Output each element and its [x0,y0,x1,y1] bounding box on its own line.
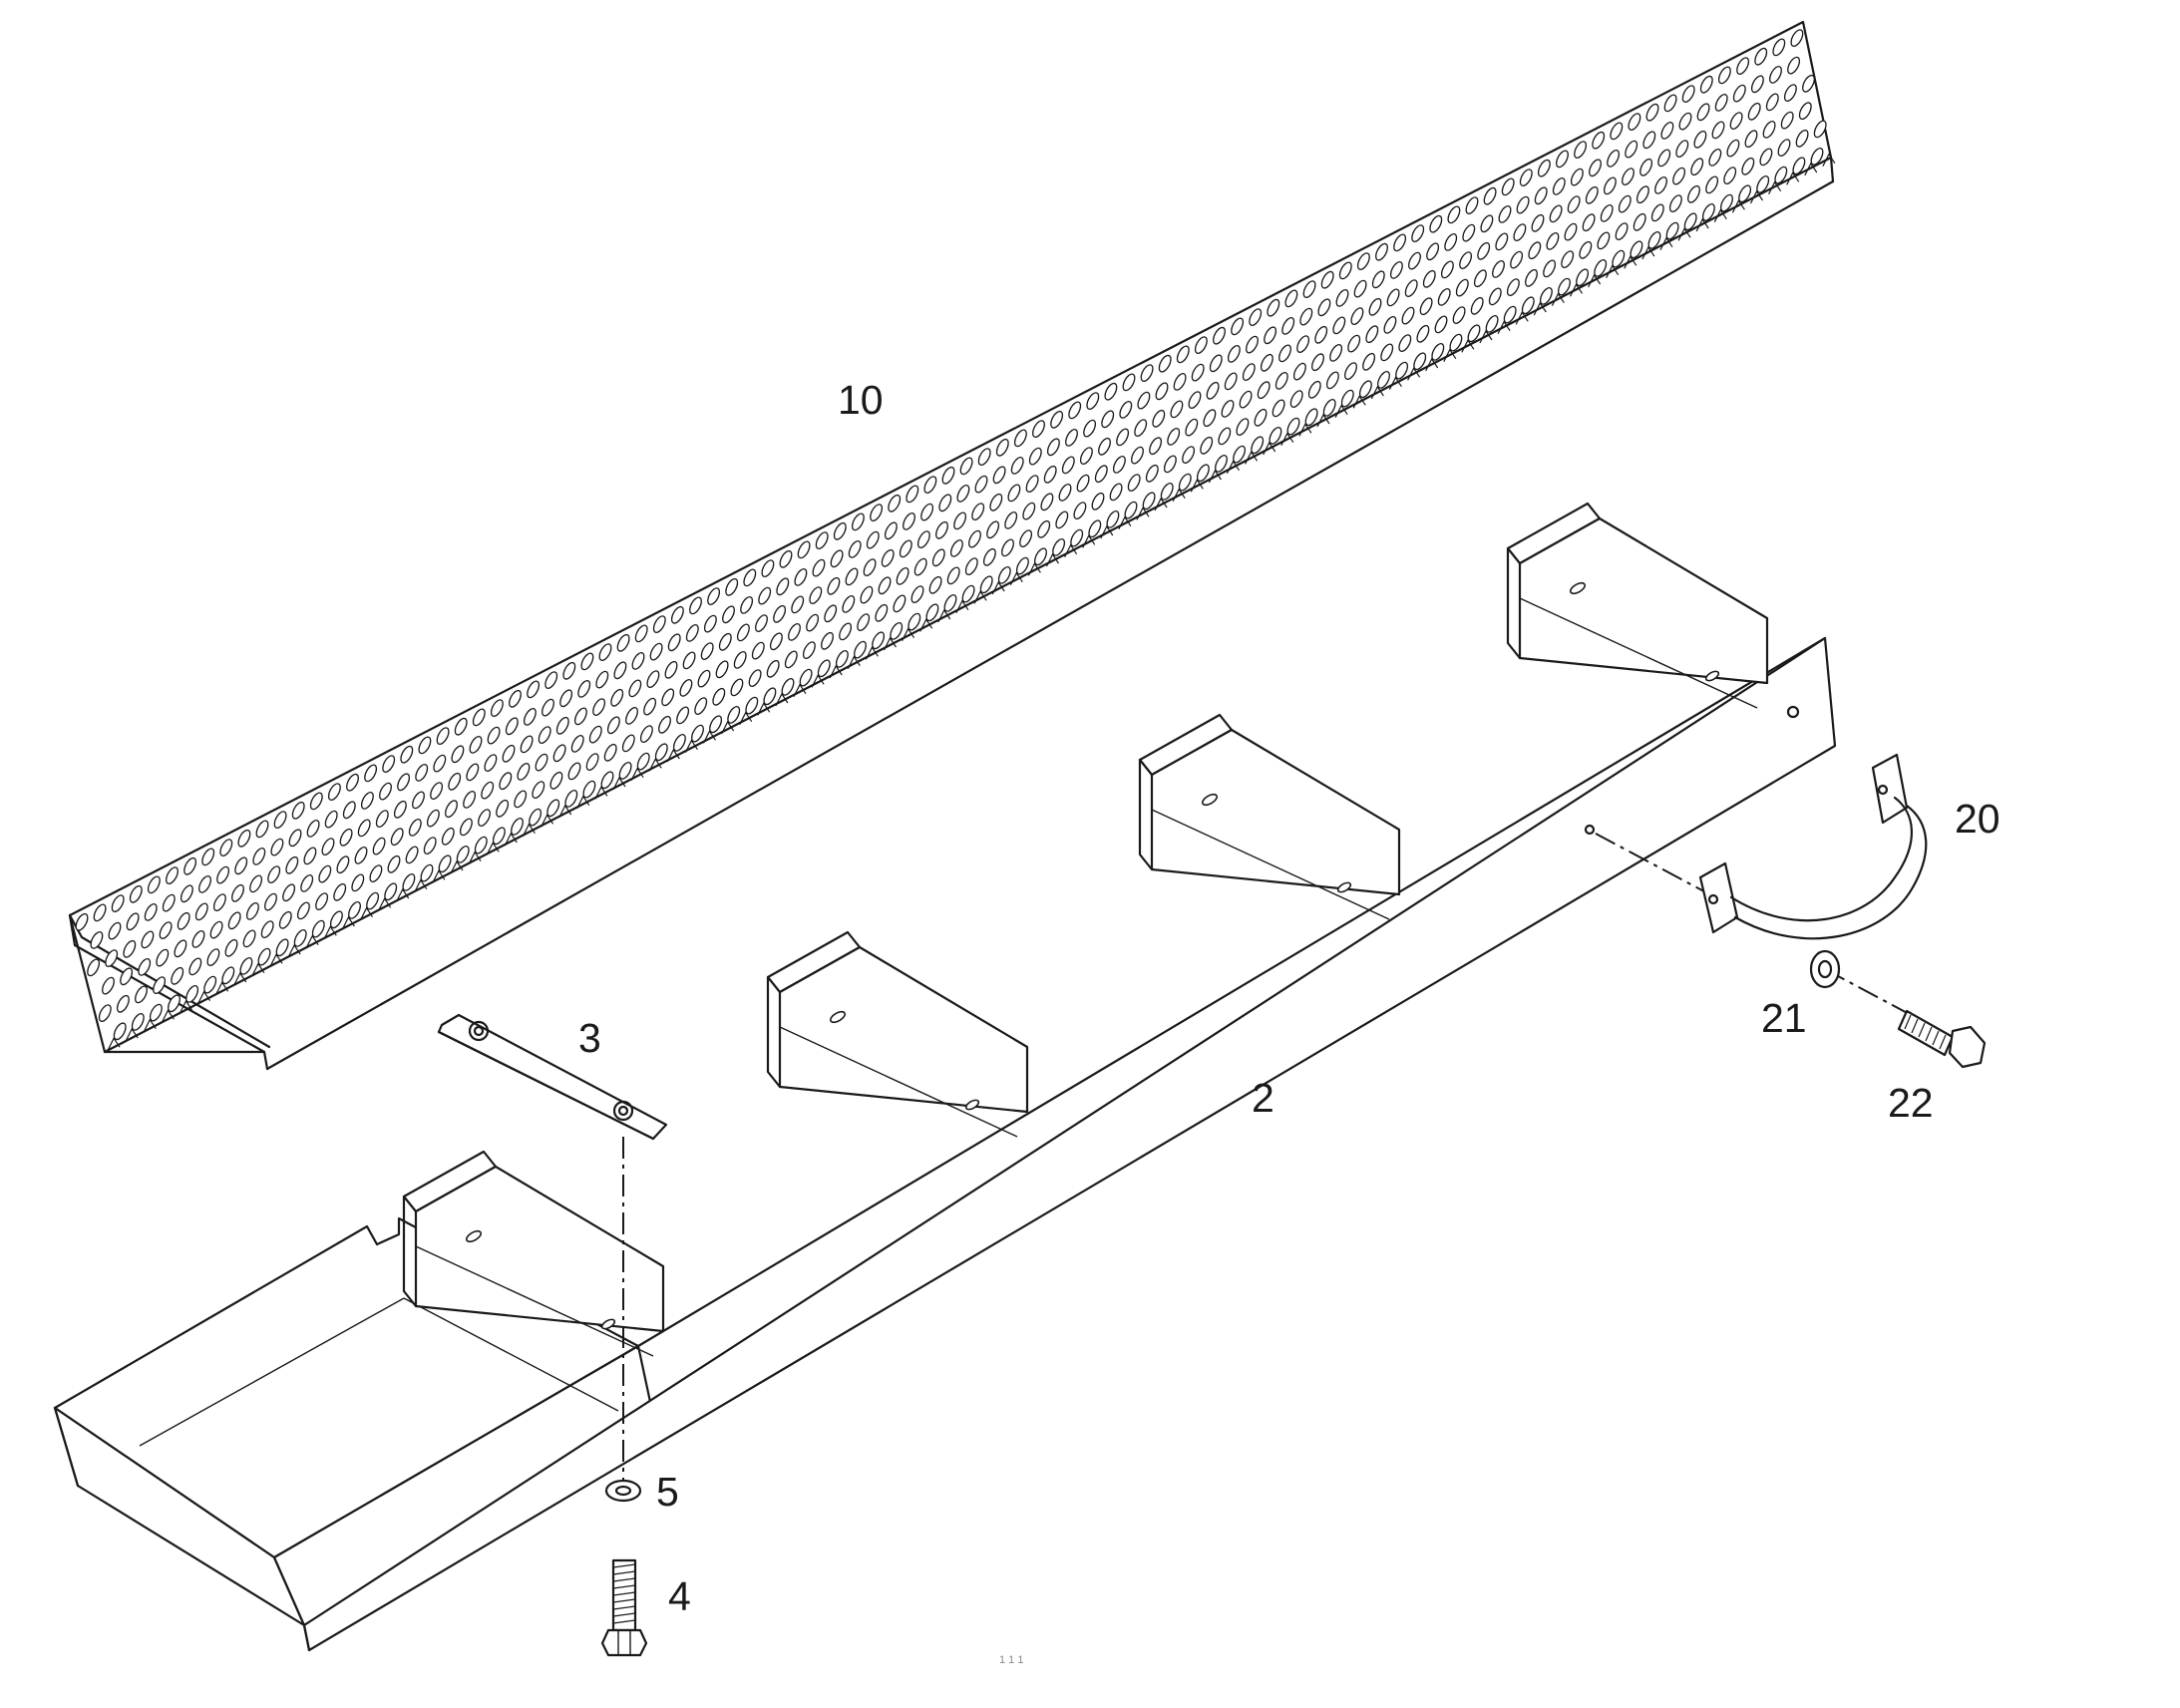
bracket-plate-part [437,1013,668,1141]
washer-plate-part [604,1479,642,1503]
grab-handle-part [1698,753,1928,940]
footer-mark: 1 1 1 [999,1654,1023,1666]
callout-washer-plate: 5 [656,1469,679,1515]
assembly-axis-handle [1595,833,1716,898]
callout-step-frame: 2 [1252,1075,1274,1121]
callout-handle: 20 [1955,796,2000,842]
assembly-axis-bolt [1824,968,1916,1018]
tread-perforation-pattern [75,29,1836,1051]
callout-bolt-handle: 22 [1888,1080,1934,1126]
bolt-plate-part [600,1558,648,1657]
frame-cross-brackets [402,502,1769,1357]
callout-bolt-plate: 4 [668,1573,691,1619]
callout-washer-handle: 21 [1761,995,1807,1041]
bolt-handle-part [1897,1009,1987,1069]
washer-handle-part [1809,949,1841,989]
callout-bracket-plate: 3 [578,1015,601,1061]
callout-tread: 10 [838,377,884,423]
grip-tread-part [68,20,1836,1071]
